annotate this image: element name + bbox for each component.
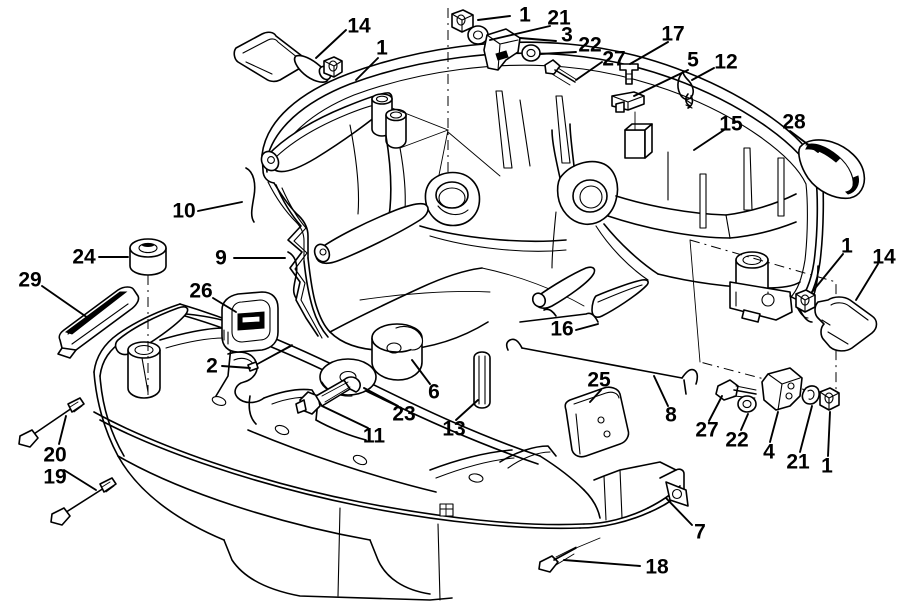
bushing-24 xyxy=(129,238,167,400)
nut-bottom-right xyxy=(819,387,840,411)
spacer-13 xyxy=(473,351,491,409)
access-cover-26 xyxy=(221,291,279,353)
callout-1-topleft: 1 xyxy=(376,36,388,60)
callout-13: 13 xyxy=(442,417,466,441)
leader-lines xyxy=(41,15,879,567)
callout-15: 15 xyxy=(719,112,743,136)
retainer-clip-5 xyxy=(611,91,645,113)
callout-22-bottom: 22 xyxy=(725,428,749,452)
hinge-boss-right xyxy=(556,160,619,225)
boss-post-left xyxy=(371,93,407,149)
bolt-20 xyxy=(18,397,85,448)
grommet-6 xyxy=(371,323,424,381)
callout-1-right: 1 xyxy=(841,234,853,258)
callout-29: 29 xyxy=(18,268,42,292)
callout-11: 11 xyxy=(362,424,386,448)
callout-1-bottom: 1 xyxy=(821,454,833,478)
latch-handle-right xyxy=(814,296,878,352)
callout-27-bottom: 27 xyxy=(695,418,719,442)
callout-8: 8 xyxy=(665,403,677,427)
callout-24: 24 xyxy=(72,245,96,269)
callout-21-bottom: 21 xyxy=(786,450,810,474)
callout-9: 9 xyxy=(215,246,227,270)
callout-17-top: 17 xyxy=(661,22,685,46)
callout-21-top: 21 xyxy=(547,6,571,30)
lock-washer-21 xyxy=(801,385,820,405)
callout-26: 26 xyxy=(189,279,213,303)
callout-12-top: 12 xyxy=(714,50,738,74)
callout-22-top: 22 xyxy=(578,33,602,57)
callout-7: 7 xyxy=(694,520,706,544)
fitting-11 xyxy=(295,376,361,415)
callout-3-top: 3 xyxy=(561,23,573,47)
right-bracket-cluster xyxy=(729,251,793,323)
callout-14-top: 14 xyxy=(347,14,371,38)
upper-motor-cover xyxy=(260,8,837,399)
callout-19: 19 xyxy=(43,465,67,489)
washer-bottom-right xyxy=(737,395,757,413)
callout-2: 2 xyxy=(206,354,218,378)
callout-28: 28 xyxy=(782,110,806,134)
nut-top-left xyxy=(323,56,343,78)
bracket-4 xyxy=(761,367,803,411)
pin-screw-2 xyxy=(247,344,293,372)
callout-20: 20 xyxy=(43,443,67,467)
callout-1-top: 1 xyxy=(519,3,531,27)
bolt-19 xyxy=(50,477,117,526)
latch-handle-left xyxy=(233,31,332,83)
nut-right xyxy=(795,289,816,313)
callout-4: 4 xyxy=(763,440,775,464)
spring-clip-12 xyxy=(677,70,695,109)
callout-27-top: 27 xyxy=(602,47,626,71)
callout-18: 18 xyxy=(645,555,669,579)
center-boss xyxy=(424,171,481,227)
washer-top-right xyxy=(521,44,541,62)
rod-8 xyxy=(505,338,699,395)
screw-top xyxy=(544,59,578,86)
trim-pad-25 xyxy=(564,386,630,458)
callout-23: 23 xyxy=(392,402,416,426)
seal-strip-29 xyxy=(57,286,140,359)
callout-16: 16 xyxy=(550,317,574,341)
callout-6: 6 xyxy=(428,380,440,404)
bolt-top xyxy=(619,63,639,85)
callout-10: 10 xyxy=(172,199,196,223)
callout-14-right: 14 xyxy=(872,245,896,269)
washer-top-center xyxy=(467,25,489,45)
bolt-bottom-right xyxy=(715,379,757,401)
callout-25: 25 xyxy=(587,368,611,392)
bolt-18 xyxy=(538,537,601,573)
callout-5-top: 5 xyxy=(687,48,699,72)
